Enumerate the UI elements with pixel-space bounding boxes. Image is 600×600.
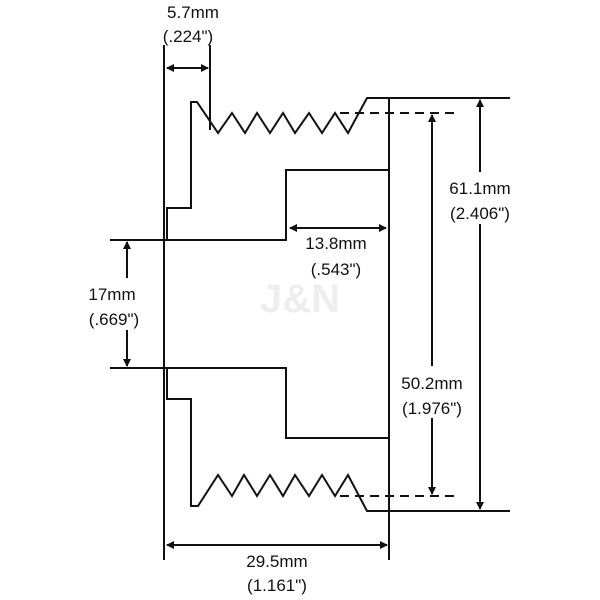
overall-width-imperial: (1.161") <box>247 576 307 595</box>
groove-diameter-metric: 50.2mm <box>401 374 462 393</box>
groove-diameter-imperial: (1.976") <box>402 399 462 418</box>
hub-depth-imperial: (.543") <box>311 260 361 279</box>
pulley-upper-section <box>166 97 390 241</box>
watermark-logo: J&N <box>260 277 340 321</box>
hub-depth-metric: 13.8mm <box>305 234 366 253</box>
flange-width-metric: 5.7mm <box>167 3 219 22</box>
outer-diameter-metric: 61.1mm <box>449 179 510 198</box>
bore-diameter-imperial: (.669") <box>89 310 139 329</box>
outer-diameter-imperial: (2.406") <box>450 204 510 223</box>
overall-width-metric: 29.5mm <box>246 552 307 571</box>
bore-diameter-metric: 17mm <box>88 285 135 304</box>
flange-width-imperial: (.224") <box>163 27 213 46</box>
pulley-lower-section <box>166 367 390 512</box>
